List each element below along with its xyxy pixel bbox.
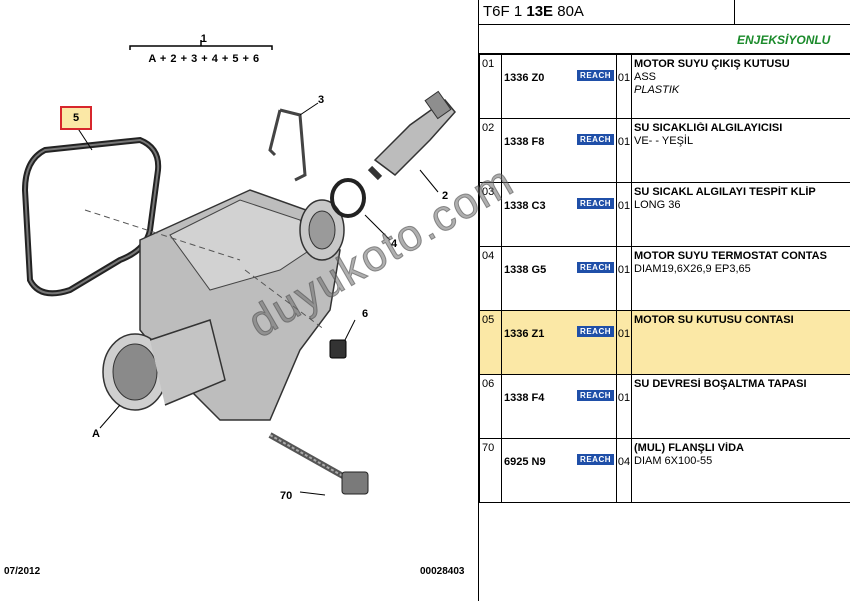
callout-5-highlighted[interactable]: 5 <box>60 106 92 130</box>
reference-code[interactable]: 1338 F8 <box>504 136 545 148</box>
row-reference[interactable]: 1338 C3 REACH <box>501 182 617 247</box>
reach-badge: REACH <box>577 134 614 145</box>
part-name: MOTOR SUYU ÇIKIŞ KUTUSU <box>634 58 790 70</box>
row-position: 05 <box>479 310 502 375</box>
row-position: 04 <box>479 246 502 311</box>
exploded-diagram: 1 A + 2 + 3 + 4 + 5 + 6 5 3 2 4 6 A 70 0… <box>4 33 465 577</box>
row-position: 01 <box>479 54 502 119</box>
reference-code[interactable]: 1338 C3 <box>504 200 546 212</box>
row-quantity: 01 <box>616 118 632 183</box>
model-header: T6F 1 13E 80A <box>479 0 850 25</box>
row-quantity: 01 <box>616 182 632 247</box>
callout-a[interactable]: A <box>92 428 100 440</box>
reach-badge: REACH <box>577 390 614 401</box>
model-code: T6F 1 13E 80A <box>483 3 584 20</box>
row-reference[interactable]: 1338 G5 REACH <box>501 246 617 311</box>
part-spec: ASS <box>634 71 657 83</box>
part-spec: LONG 36 <box>634 199 681 211</box>
row-position: 06 <box>479 374 502 439</box>
row-quantity: 01 <box>616 246 632 311</box>
engine-type-row: ENJEKSİYONLU <box>479 25 850 54</box>
row-position: 70 <box>479 438 502 503</box>
diagram-drawing <box>21 40 456 496</box>
assembly-formula: 1 A + 2 + 3 + 4 + 5 + 6 <box>134 33 274 65</box>
callout-2[interactable]: 2 <box>442 190 449 202</box>
part-name: SU SICAKL ALGILAYI TESPİT KLİP <box>634 186 816 198</box>
reach-badge: REACH <box>577 326 614 337</box>
callout-70[interactable]: 70 <box>280 490 293 502</box>
engine-type: ENJEKSİYONLU <box>737 33 831 47</box>
reference-code[interactable]: 1338 G5 <box>504 264 547 276</box>
reach-badge: REACH <box>577 262 614 273</box>
reference-code[interactable]: 6925 N9 <box>504 456 546 468</box>
row-reference[interactable]: 1338 F4 REACH <box>501 374 617 439</box>
row-reference[interactable]: 1338 F8 REACH <box>501 118 617 183</box>
diagram-reference: 00028403 <box>420 566 465 577</box>
row-quantity: 01 <box>616 54 632 119</box>
part-material: PLASTIK <box>634 84 680 96</box>
part-name: MOTOR SU KUTUSU CONTASI <box>634 314 794 326</box>
row-quantity: 01 <box>616 374 632 439</box>
row-reference[interactable]: 1336 Z1 REACH <box>501 310 617 375</box>
diagram-date: 07/2012 <box>4 566 41 577</box>
reference-code[interactable]: 1336 Z1 <box>504 328 545 340</box>
row-description: MOTOR SU KUTUSU CONTASI <box>631 310 850 375</box>
part-spec: VE- - YEŞİL <box>634 135 694 147</box>
formula-parts: A + 2 + 3 + 4 + 5 + 6 <box>148 53 260 65</box>
reach-badge: REACH <box>577 70 614 81</box>
callout-6[interactable]: 6 <box>362 308 369 320</box>
row-quantity: 04 <box>616 438 632 503</box>
part-name: SU SICAKLIĞI ALGILAYICISI <box>634 122 783 134</box>
callout-3[interactable]: 3 <box>318 94 325 106</box>
part-name: MOTOR SUYU TERMOSTAT CONTAS <box>634 250 827 262</box>
part-name: SU DEVRESİ BOŞALTMA TAPASI <box>634 378 807 390</box>
reach-badge: REACH <box>577 454 614 465</box>
reach-badge: REACH <box>577 198 614 209</box>
part-spec: DIAM 6X100-55 <box>634 455 713 467</box>
callout-4[interactable]: 4 <box>391 238 398 250</box>
row-quantity: 01 <box>616 310 632 375</box>
row-reference[interactable]: 1336 Z0 REACH <box>501 54 617 119</box>
formula-number: 1 <box>200 33 208 45</box>
row-reference[interactable]: 6925 N9 REACH <box>501 438 617 503</box>
part-name: (MUL) FLANŞLI VİDA <box>634 442 744 454</box>
part-spec: DIAM19,6X26,9 EP3,65 <box>634 263 751 275</box>
reference-code[interactable]: 1338 F4 <box>504 392 545 404</box>
row-description: SU DEVRESİ BOŞALTMA TAPASI <box>631 374 850 439</box>
reference-code[interactable]: 1336 Z0 <box>504 72 545 84</box>
